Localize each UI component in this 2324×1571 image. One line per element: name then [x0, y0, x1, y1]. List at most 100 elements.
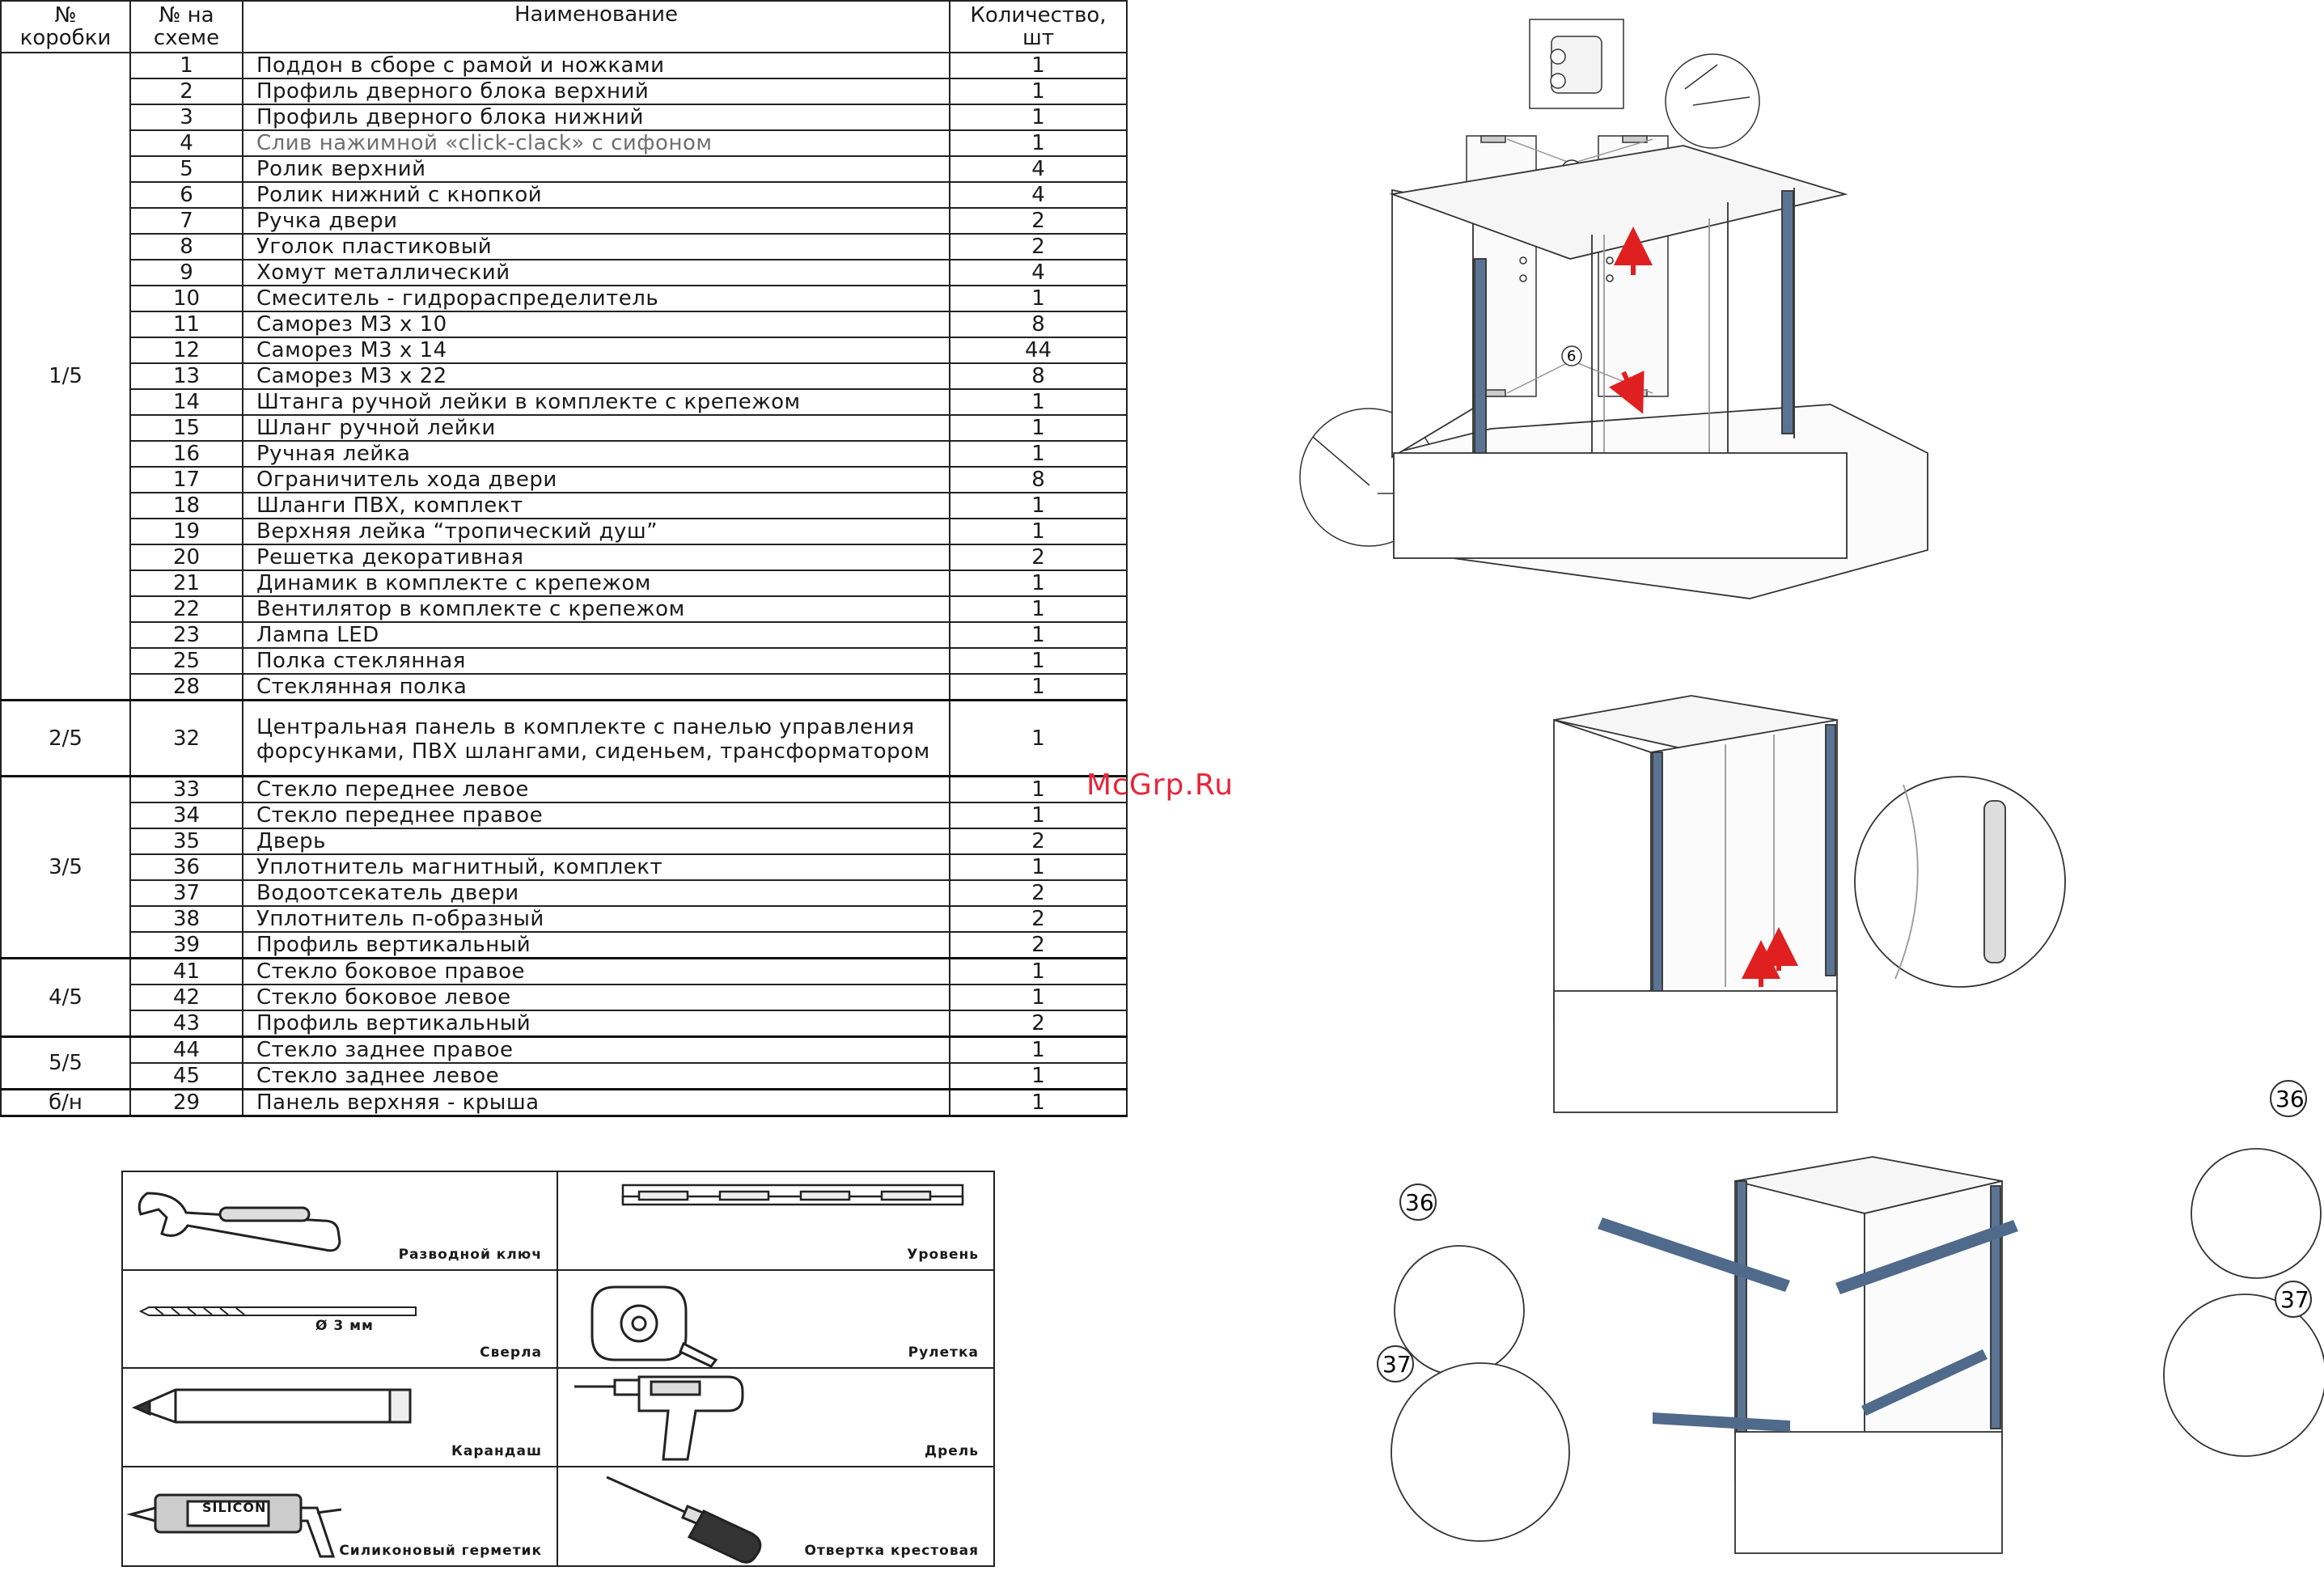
name-cell: Уплотнитель п-образный [242, 905, 950, 933]
qty-cell: 2 [949, 1010, 1128, 1038]
num-cell: 7 [129, 207, 243, 235]
num-cell: 23 [129, 621, 243, 649]
name-cell: Ролик верхний [242, 155, 950, 183]
qty-cell: 2 [949, 905, 1128, 933]
assembly-diagrams: 5 6 [1299, 19, 2324, 1554]
num-cell: 22 [129, 595, 243, 623]
num-cell: 43 [129, 1010, 243, 1038]
num-cell: 2 [129, 78, 243, 105]
watermark: McGrp.Ru [1086, 769, 1234, 802]
num-cell: 25 [129, 647, 243, 675]
num-cell: 9 [129, 259, 243, 286]
cabin-figure-1 [1389, 145, 1928, 599]
tool-pencil: Карандаш [123, 1369, 558, 1467]
tool-label: Разводной ключ [398, 1246, 542, 1263]
qty-cell: 1 [949, 1088, 1128, 1117]
num-cell: 37 [129, 879, 243, 907]
qty-cell: 1 [949, 621, 1128, 649]
header-qty: Количество, шт [949, 0, 1128, 53]
tools-grid: Разводной ключ Уровень Ø 3 мм Сверла [121, 1171, 995, 1567]
num-cell: 17 [129, 466, 243, 493]
name-cell: Профиль дверного блока нижний [242, 104, 950, 131]
name-cell: Ролик нижний с кнопкой [242, 181, 950, 209]
name-cell: Стекло переднее правое [242, 802, 950, 829]
qty-cell: 1 [949, 440, 1128, 468]
tool-label: Карандаш [451, 1442, 542, 1459]
name-cell: Смеситель - гидрораспределитель [242, 285, 950, 312]
name-cell: Стекло боковое левое [242, 984, 950, 1011]
tool-spirit-level: Уровень [558, 1172, 993, 1271]
header-num: № на схеме [129, 0, 243, 53]
name-cell: Саморез М3 х 10 [242, 311, 950, 338]
name-cell: Уплотнитель магнитный, комплект [242, 853, 950, 881]
num-cell: 42 [129, 984, 243, 1011]
num-cell: 20 [129, 544, 243, 571]
num-cell: 8 [129, 233, 243, 260]
qty-cell: 1 [949, 52, 1128, 79]
cabin-figure-2 [1553, 695, 2066, 1113]
callout-roller-bottom: 6 [1567, 348, 1576, 365]
qty-cell: 1 [949, 957, 1128, 985]
callout-37-left: 37 [1382, 1351, 1412, 1378]
callout-circles [1377, 1080, 2312, 1383]
qty-cell: 8 [949, 466, 1128, 493]
name-cell: Стекло заднее левое [242, 1062, 950, 1090]
qty-cell: 1 [949, 570, 1128, 597]
qty-cell: 1 [949, 853, 1128, 881]
name-cell: Стекло боковое правое [242, 957, 950, 985]
name-cell: Профиль дверного блока верхний [242, 78, 950, 105]
qty-cell: 1 [949, 78, 1128, 105]
name-cell: Ручка двери [242, 207, 950, 235]
qty-cell: 2 [949, 544, 1128, 571]
power-drill-icon [574, 1375, 744, 1461]
name-cell: Ручная лейка [242, 440, 950, 468]
tool-drill-bit: Ø 3 мм Сверла [123, 1270, 558, 1369]
qty-cell: 4 [949, 259, 1128, 286]
qty-cell: 1 [949, 673, 1128, 701]
screwdriver-icon [606, 1476, 762, 1564]
num-cell: 16 [129, 440, 243, 468]
qty-cell: 1 [949, 518, 1128, 545]
name-cell: Профиль вертикальный [242, 931, 950, 959]
num-cell: 34 [129, 802, 243, 829]
name-cell: Лампа LED [242, 621, 950, 649]
num-cell: 6 [129, 181, 243, 209]
name-cell: Полка стеклянная [242, 647, 950, 675]
qty-cell: 1 [949, 388, 1128, 416]
qty-cell: 1 [949, 492, 1128, 519]
name-cell: Динамик в комплекте с крепежом [242, 570, 950, 597]
tool-power-drill: Дрель [558, 1369, 993, 1467]
num-cell: 32 [129, 699, 243, 777]
num-cell: 18 [129, 492, 243, 519]
callout-36-right: 36 [2275, 1086, 2305, 1112]
name-cell: Поддон в сборе с рамой и ножками [242, 52, 950, 79]
num-cell: 44 [129, 1035, 243, 1064]
name-cell: Стекло переднее левое [242, 775, 950, 803]
box-cell: б/н [0, 1088, 131, 1117]
num-cell: 38 [129, 905, 243, 933]
name-cell: Хомут металлический [242, 259, 950, 286]
table-header-row: № коробки № на схеме Наименование Количе… [0, 0, 1128, 53]
name-cell: Центральная панель в комплекте с панелью… [242, 699, 950, 777]
qty-cell: 1 [949, 1035, 1128, 1064]
